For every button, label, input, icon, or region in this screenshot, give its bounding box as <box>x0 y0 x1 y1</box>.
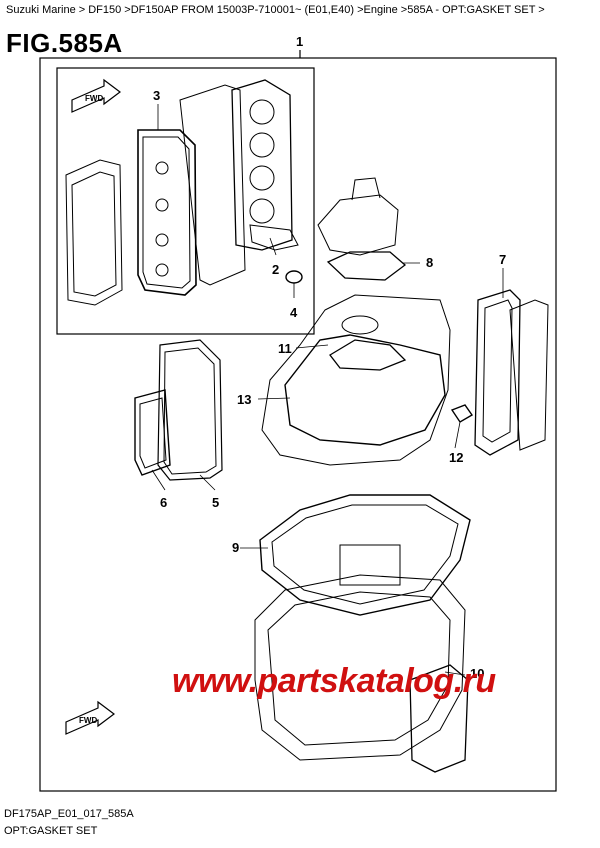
diagram-code: DF175AP_E01_017_585A <box>4 808 134 820</box>
callout-12: 12 <box>449 450 464 465</box>
outer-frame <box>39 57 557 792</box>
cylinder-block <box>179 84 246 286</box>
lower-cover-gasket <box>409 664 469 773</box>
figure-title: FIG.585A <box>6 28 123 58</box>
callout-11: 11 <box>278 341 292 356</box>
water-pump-housing <box>317 194 399 256</box>
callout-13: 13 <box>237 392 252 407</box>
callout-9: 9 <box>232 540 240 555</box>
callout-5: 5 <box>212 495 220 510</box>
housing-gasket <box>284 334 446 446</box>
pump-gasket <box>326 251 407 281</box>
callout-2: 2 <box>272 262 280 277</box>
callout-3: 3 <box>153 88 161 103</box>
callout-10: 10 <box>470 666 485 681</box>
callout-7: 7 <box>499 252 507 267</box>
callout-6: 6 <box>160 495 168 510</box>
fwd-label-top: FWD <box>85 94 103 103</box>
fwd-arrow-bottom-icon: FWD <box>65 700 115 735</box>
inner-box <box>56 67 315 335</box>
o-ring <box>285 270 303 284</box>
watermark: www.partskatalog.ru <box>172 662 496 700</box>
cylinder-head-gasket <box>231 79 293 251</box>
upper-housing <box>261 294 451 466</box>
side-cover-gasket <box>65 159 123 306</box>
callout-1: 1 <box>296 34 304 49</box>
exhaust-gasket <box>157 339 223 481</box>
callout-4: 4 <box>290 305 298 320</box>
fwd-label-bottom: FWD <box>79 716 97 725</box>
head-cover-gasket <box>137 129 197 296</box>
fwd-arrow-top-icon: FWD <box>71 78 121 113</box>
exhaust-cover-gasket <box>474 289 521 456</box>
breadcrumb[interactable]: Suzuki Marine > DF150 >DF150AP FROM 1500… <box>6 4 545 16</box>
callout-8: 8 <box>426 255 434 270</box>
manifold-gasket <box>134 389 171 476</box>
diagram-name: OPT:GASKET SET <box>4 825 98 837</box>
lower-housing <box>254 574 466 761</box>
